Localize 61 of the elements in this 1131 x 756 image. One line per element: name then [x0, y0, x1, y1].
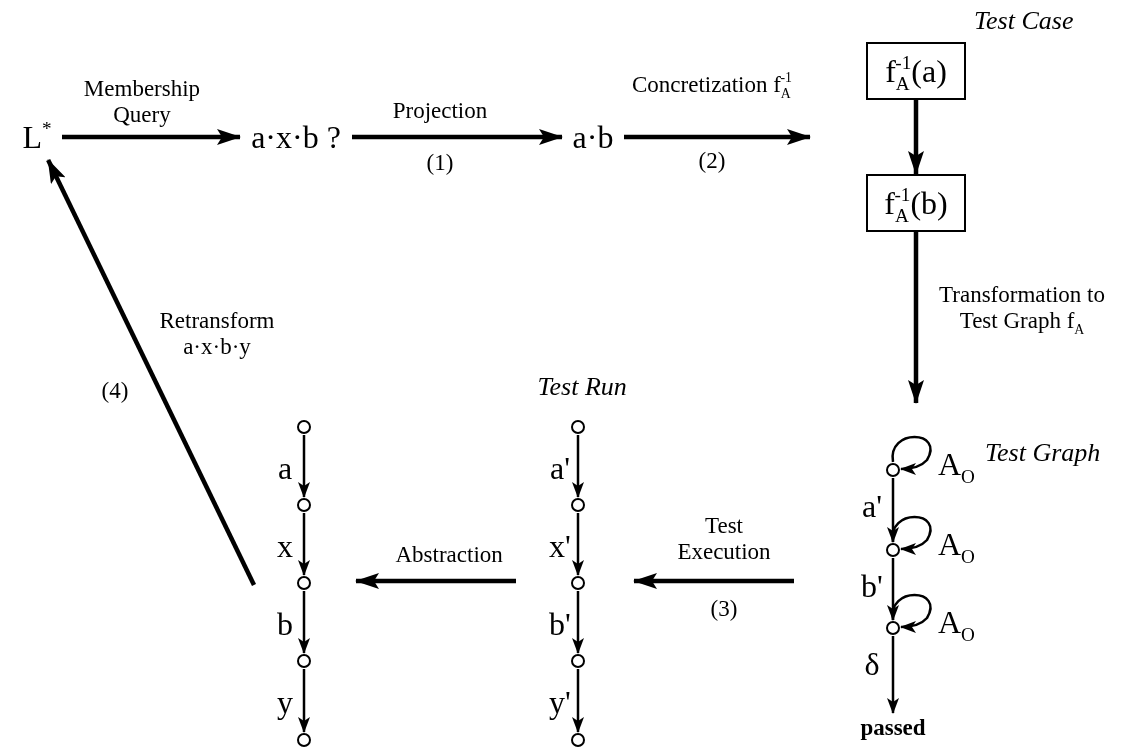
test-case-box: f$_{A}$$^{-1}$(b) — [866, 174, 966, 232]
arrow — [298, 435, 310, 498]
arrow — [352, 129, 563, 145]
state-circle — [297, 654, 311, 668]
arrow-label: Test Execution — [676, 513, 772, 566]
edge-label: a' — [861, 490, 883, 522]
step-number: (2) — [698, 148, 726, 175]
state-circle — [571, 654, 585, 668]
arrow — [572, 591, 584, 654]
query-term: a·x·b ? — [240, 117, 352, 157]
edge-label: x' — [548, 530, 572, 562]
state-circle — [571, 420, 585, 434]
arrow — [46, 159, 257, 586]
state-circle — [297, 576, 311, 590]
edge-label: δ — [863, 648, 881, 680]
edge-label: b' — [860, 570, 884, 602]
edge-label: Membership Query — [82, 76, 202, 129]
state-circle — [571, 576, 585, 590]
self-loop-arrow — [891, 515, 932, 555]
state-circle — [886, 621, 900, 635]
step-number: Abstraction — [395, 542, 503, 569]
arrow — [572, 669, 584, 733]
arrow — [624, 129, 811, 145]
arrow — [908, 100, 924, 175]
step-number: (1) — [426, 150, 454, 177]
arrow — [908, 232, 924, 404]
edge-label: y — [276, 686, 294, 718]
edge-label: a' — [549, 452, 571, 484]
arrow — [62, 129, 241, 145]
group-title: Test Graph — [985, 438, 1101, 468]
self-loop-arrow — [891, 593, 932, 633]
edge-label: x — [276, 530, 294, 562]
arrow — [572, 513, 584, 576]
arrow — [572, 435, 584, 498]
arrow — [298, 591, 310, 654]
verdict-label: passed — [858, 713, 928, 741]
step-number: (3) — [710, 596, 738, 623]
edge-label: Projection — [391, 98, 489, 125]
arrow — [298, 669, 310, 733]
arrow — [298, 513, 310, 576]
arrow — [887, 636, 899, 714]
state-circle — [886, 463, 900, 477]
edge-label: b' — [548, 608, 572, 640]
edge-label: y' — [548, 686, 572, 718]
step-number: (4) — [101, 378, 129, 405]
state-circle — [886, 543, 900, 557]
state-circle — [297, 733, 311, 747]
edge-label: Retransform a·x·b·y — [158, 308, 276, 361]
state-circle — [297, 498, 311, 512]
word-term: a·b — [562, 117, 624, 157]
state-circle — [571, 733, 585, 747]
state-circle — [571, 498, 585, 512]
state-circle — [297, 420, 311, 434]
self-loop-arrow — [891, 435, 932, 475]
math-term: L$^{*}$ — [12, 114, 62, 160]
node-label: Test Case — [974, 6, 1074, 36]
group-title: Test Run — [537, 372, 627, 402]
edge-label: b — [276, 608, 294, 640]
edge-label: a — [276, 452, 294, 484]
edge-label: Transformation to Test Graph f$_{A}$ — [938, 282, 1106, 335]
test-case-box: f$_{A}$$^{-1}$(a) — [866, 42, 966, 100]
